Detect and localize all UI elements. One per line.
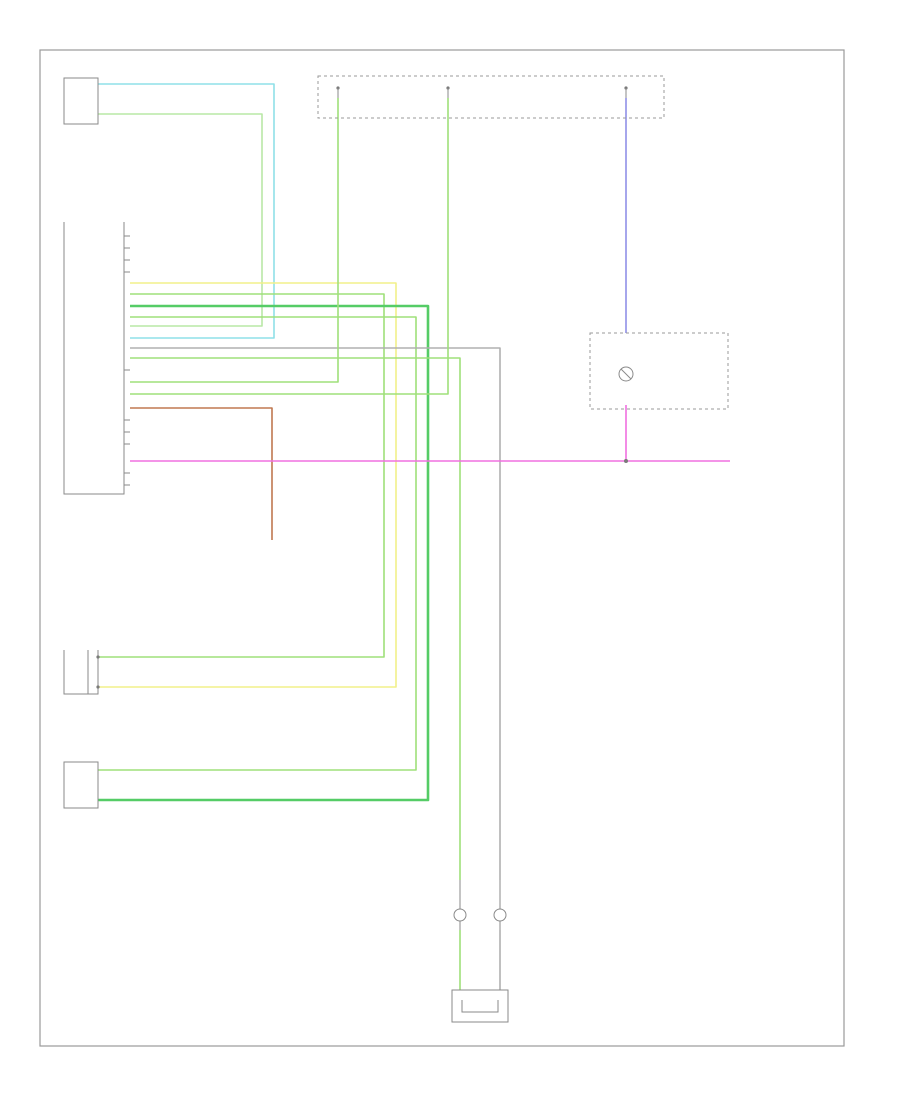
driver-airbag-squib: [461, 1000, 499, 1013]
clockspring-coil-1: [453, 908, 467, 922]
passenger-heater-seat-pin-1: [96, 655, 100, 659]
wire-lt-grn-wht-passenger: [98, 113, 263, 327]
fuse-box: [317, 75, 665, 119]
wire-gry-clockspring: [130, 347, 501, 880]
driver-airbag: [451, 989, 509, 1023]
wire-lt-grn-fuse-2: [130, 98, 449, 395]
airbag-module-pin-ticks: [124, 235, 130, 486]
wire-yel-passenger-seat: [98, 282, 397, 688]
diagram-border: [39, 49, 845, 1047]
wire-brn-org-ground: [130, 407, 273, 540]
clockspring: [453, 880, 507, 930]
clockspring-coil-2: [493, 908, 507, 922]
wire-grn-clockspring: [130, 357, 461, 880]
driver-belt-tensioner: [63, 761, 99, 809]
airbag-lamp-filament: [620, 368, 632, 380]
passenger-belt-tensioner: [63, 77, 99, 125]
passenger-heater-seat: [63, 650, 99, 695]
wire-grn-driver-tensioner: [98, 304, 430, 802]
wire-grn-passenger-seat: [98, 293, 385, 658]
wire-lt-blu-wht: [98, 83, 275, 339]
airbag-lamp-icon: [618, 366, 634, 382]
instrument-cluster: [589, 332, 729, 410]
fuse-box-fuses: [336, 86, 628, 98]
wire-lt-grn-driver-tensioner: [98, 316, 417, 771]
passenger-heater-seat-pin-2: [96, 685, 100, 689]
airbag-module: [63, 222, 125, 495]
splice-point: [624, 459, 628, 463]
wire-grn-fuse-1: [130, 98, 339, 383]
